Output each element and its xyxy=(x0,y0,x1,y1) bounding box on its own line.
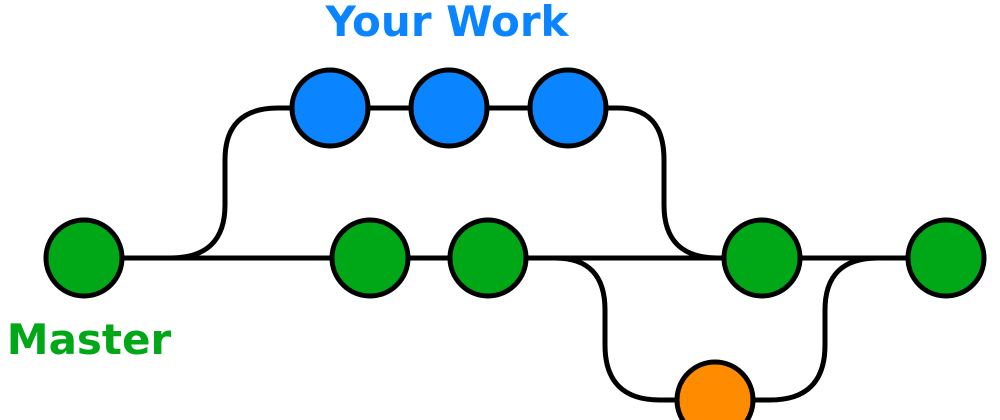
master-commit xyxy=(447,217,529,299)
master-commit xyxy=(43,217,125,299)
side-branch-commit xyxy=(674,359,756,420)
branch-label: Your Work xyxy=(325,0,570,46)
branch-merge-edge xyxy=(565,105,721,261)
master-commit xyxy=(721,217,803,299)
master-commit xyxy=(905,217,987,299)
commits xyxy=(43,67,987,420)
master-label: Master xyxy=(7,315,172,364)
side-branch-out-edge xyxy=(525,255,718,403)
branch-out-edge xyxy=(167,105,333,261)
branch-commit xyxy=(527,67,609,149)
side-branch-merge-edge xyxy=(712,255,881,403)
branch-commit xyxy=(289,67,371,149)
branch-commit xyxy=(408,67,490,149)
master-commit xyxy=(329,217,411,299)
